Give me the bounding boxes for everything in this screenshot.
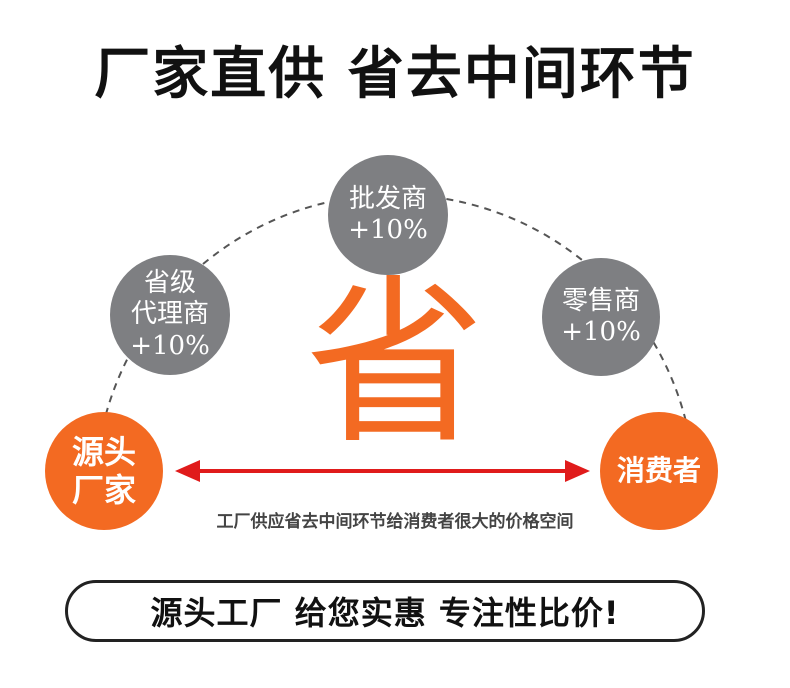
- node-provincial-label-2: 代理商: [130, 299, 209, 330]
- node-provincial-label-1: 省级: [143, 268, 196, 299]
- arrow-head-right: [565, 460, 590, 482]
- caption-text: 工厂供应省去中间环节给消费者很大的价格空间: [216, 512, 574, 532]
- node-retailer-markup: +10%: [561, 317, 641, 347]
- node-wholesaler-label: 批发商: [348, 183, 427, 214]
- node-retailer: 零售商 +10%: [542, 258, 660, 376]
- slogan-banner: 源头工厂 给您实惠 专注性比价!: [65, 580, 705, 642]
- node-factory: 源头 厂家: [45, 412, 163, 530]
- node-factory-label-1: 源头: [71, 432, 136, 471]
- node-wholesaler-markup: +10%: [348, 215, 428, 245]
- node-provincial-markup: +10%: [130, 330, 210, 361]
- arrow-head-left: [175, 460, 200, 482]
- node-wholesaler: 批发商 +10%: [328, 155, 448, 275]
- page-title: 厂家直供 省去中间环节: [94, 42, 696, 107]
- node-consumer-label: 消费者: [616, 454, 701, 488]
- node-provincial-agent: 省级 代理商 +10%: [110, 255, 230, 375]
- node-consumer: 消费者: [600, 412, 718, 530]
- save-character: 省: [305, 260, 486, 469]
- node-retailer-label: 零售商: [561, 285, 640, 316]
- node-factory-label-2: 厂家: [71, 471, 136, 509]
- slogan-text: 源头工厂 给您实惠 专注性比价!: [150, 594, 620, 632]
